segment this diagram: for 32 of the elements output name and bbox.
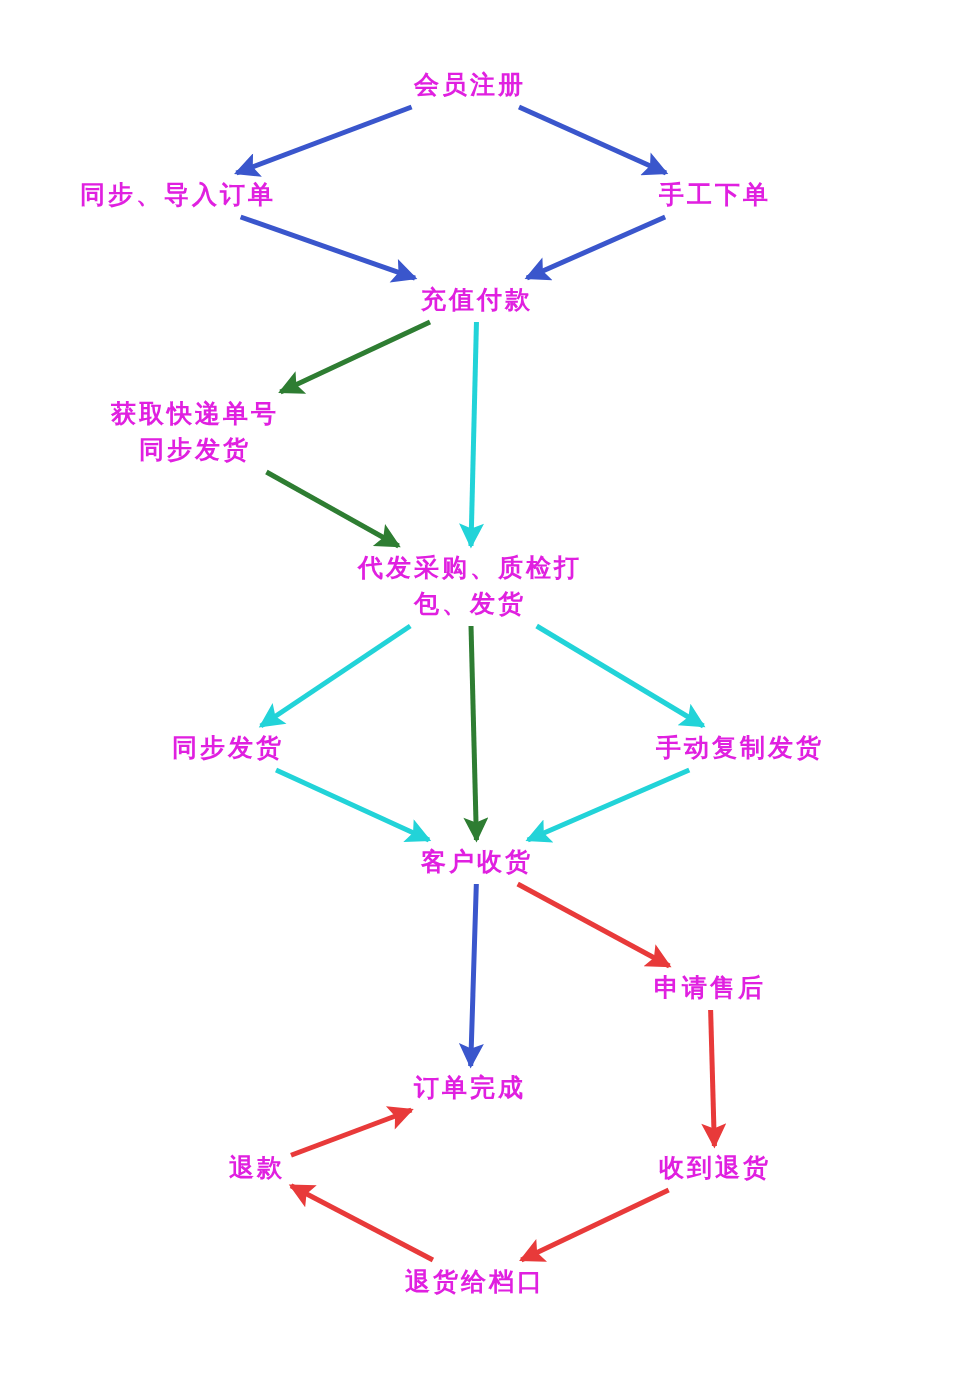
arrow (458, 883, 484, 1069)
step-label: 获取快递单号同步发货 (100, 396, 290, 468)
step-label: 客户收货 (421, 844, 533, 880)
step-label: 充值付款 (421, 282, 533, 318)
step-label: 申请售后 (654, 970, 766, 1006)
step-label: 手工下单 (659, 177, 771, 213)
arrow (290, 1106, 414, 1158)
arrow (516, 881, 672, 969)
arrow (258, 623, 412, 729)
arrow (275, 767, 432, 843)
step-label: 退货给档口 (405, 1264, 545, 1300)
arrow (463, 625, 489, 843)
arrow (519, 1187, 670, 1263)
step-label: 同步、导入订单 (80, 177, 276, 213)
arrow (234, 104, 413, 177)
arrow (265, 469, 401, 549)
arrow (701, 1009, 727, 1149)
arrow (535, 623, 706, 729)
step-label: 同步发货 (172, 730, 284, 766)
step-label: 会员注册 (414, 67, 526, 103)
step-label: 订单完成 (414, 1070, 526, 1106)
arrow (278, 319, 432, 395)
step-label: 退款 (229, 1150, 285, 1186)
arrow (524, 214, 667, 281)
arrow (525, 767, 691, 843)
step-label: 收到退货 (659, 1150, 771, 1186)
step-label: 代发采购、质检打包、发货 (345, 550, 595, 622)
arrow (459, 321, 485, 549)
step-label: 手动复制发货 (656, 730, 824, 766)
arrow (517, 104, 669, 176)
arrow (288, 1183, 435, 1263)
arrow (239, 214, 418, 283)
